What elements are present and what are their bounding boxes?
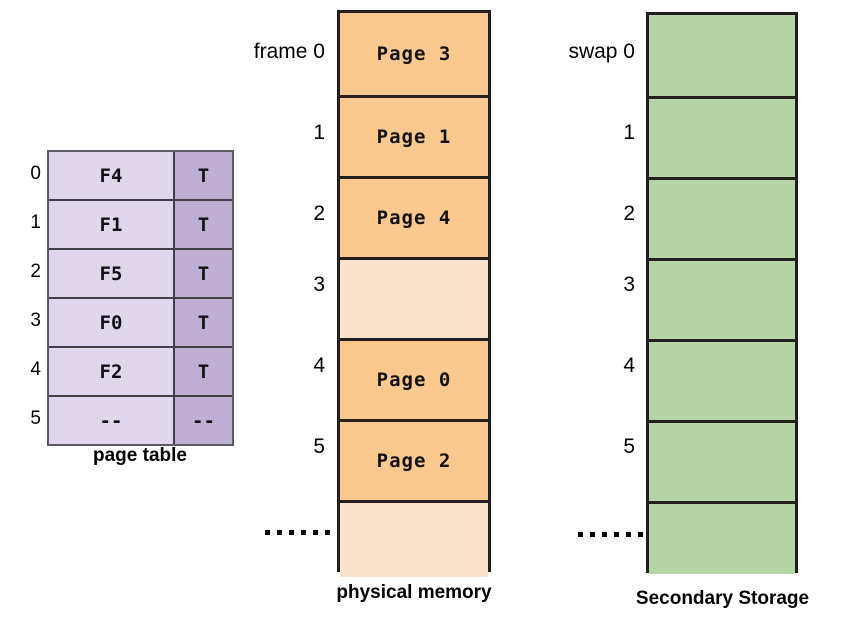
page-table-frame-cell: F0 (49, 299, 173, 346)
page-table-frame-cell: -- (49, 397, 173, 444)
memory-row-label-2: 2 (313, 202, 325, 225)
memory-frame-2: Page 4 (340, 176, 488, 257)
swap-row-label-0: swap 0 (568, 40, 635, 63)
page-table-frame-cell: F2 (49, 348, 173, 395)
table-row: 4 F2 T (30, 346, 232, 395)
page-table-valid-cell: T (173, 152, 232, 199)
secondary-storage-column (646, 12, 798, 574)
memory-row-label-4: 4 (313, 354, 325, 377)
memory-row-label-0: frame 0 (253, 40, 325, 63)
memory-frame-1: Page 1 (340, 95, 488, 176)
page-table-row-index: 1 (30, 212, 41, 233)
table-row: 5 -- -- (30, 395, 232, 444)
page-table-valid-cell: -- (173, 397, 232, 444)
memory-row-label-5: 5 (313, 435, 325, 458)
swap-slot-3 (649, 258, 795, 339)
swap-slot-4 (649, 339, 795, 420)
swap-row-label-1: 1 (623, 121, 635, 144)
swap-row-label-3: 3 (623, 273, 635, 296)
swap-slot-ellipsis (649, 501, 795, 574)
memory-row-label-ellipsis (265, 530, 330, 535)
swap-slot-1 (649, 96, 795, 177)
memory-frame-3 (340, 257, 488, 338)
page-table-valid-cell: T (173, 299, 232, 346)
page-table-row-index: 2 (30, 261, 41, 282)
swap-row-label-ellipsis (578, 532, 643, 537)
table-row: 1 F1 T (30, 199, 232, 248)
page-table-frame-cell: F4 (49, 152, 173, 199)
page-table-valid-cell: T (173, 201, 232, 248)
page-table-frame-cell: F1 (49, 201, 173, 248)
page-table-caption: page table (93, 445, 187, 466)
page-table-valid-cell: T (173, 348, 232, 395)
swap-slot-0 (649, 15, 795, 96)
table-row: 3 F0 T (30, 297, 232, 346)
swap-slot-2 (649, 177, 795, 258)
page-table-row-index: 0 (30, 163, 41, 184)
table-row: 0 F4 T (30, 152, 232, 199)
swap-row-label-5: 5 (623, 435, 635, 458)
swap-row-label-4: 4 (623, 354, 635, 377)
memory-frame-5: Page 2 (340, 419, 488, 500)
table-row: 2 F5 T (30, 248, 232, 297)
swap-row-label-2: 2 (623, 202, 635, 225)
memory-row-label-3: 3 (313, 273, 325, 296)
secondary-storage-caption: Secondary Storage (635, 588, 810, 609)
memory-frame-ellipsis (340, 500, 488, 577)
page-table-row-index: 3 (30, 310, 41, 331)
page-table-row-index: 4 (30, 359, 41, 380)
page-table-valid-cell: T (173, 250, 232, 297)
memory-frame-0: Page 3 (340, 13, 488, 95)
page-table-grid: 0 F4 T 1 F1 T 2 F5 T 3 F0 T 4 F2 (30, 150, 234, 446)
page-table-row-index: 5 (30, 408, 41, 429)
memory-row-label-1: 1 (313, 121, 325, 144)
swap-slot-5 (649, 420, 795, 501)
physical-memory-caption: physical memory (336, 582, 492, 603)
physical-memory-column: Page 3 Page 1 Page 4 Page 0 Page 2 (337, 10, 491, 577)
page-table-panel: 0 F4 T 1 F1 T 2 F5 T 3 F0 T 4 F2 (30, 150, 234, 466)
page-table-frame-cell: F5 (49, 250, 173, 297)
memory-frame-4: Page 0 (340, 338, 488, 419)
